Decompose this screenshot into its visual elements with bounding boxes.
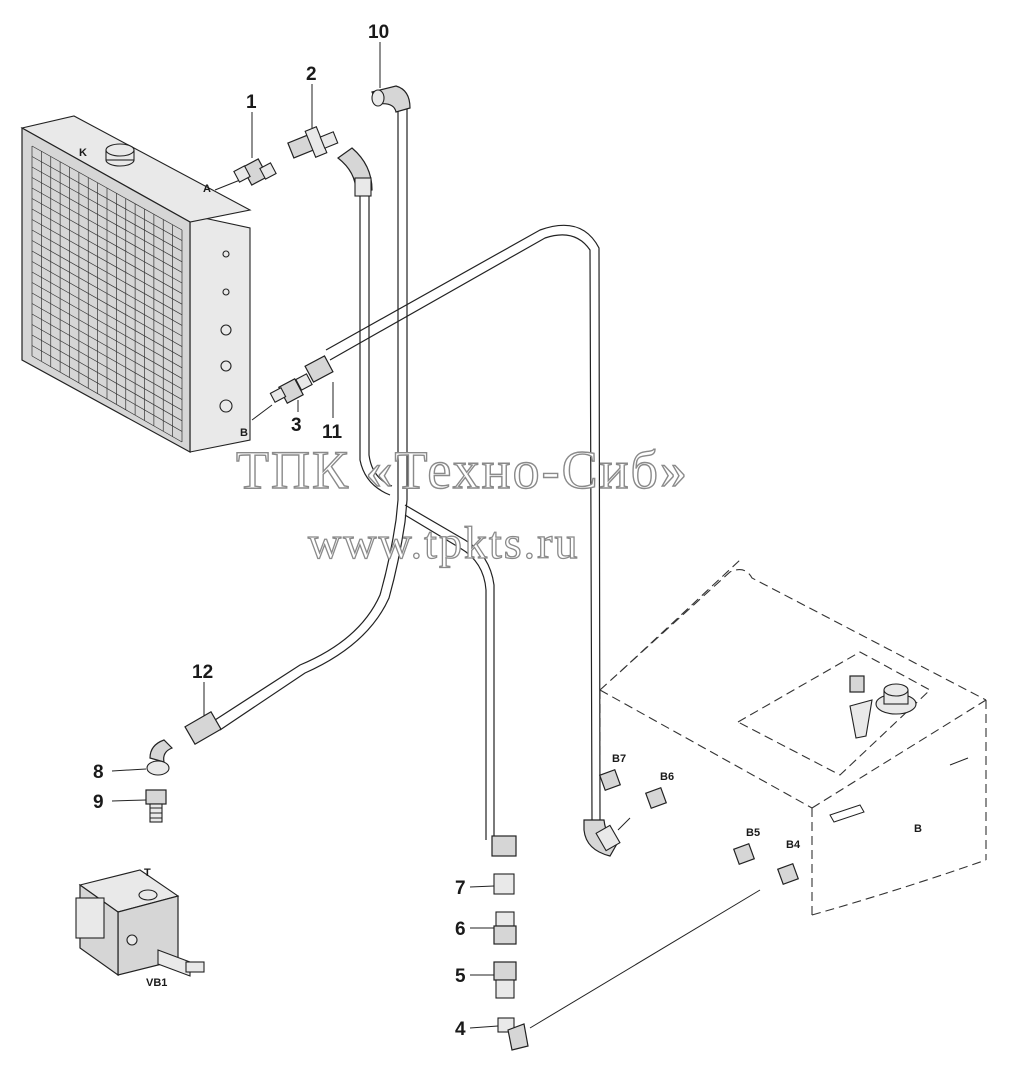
solenoid [75, 897, 105, 939]
callout-12: 12 [192, 662, 213, 683]
callout-5: 5 [455, 966, 466, 987]
tank-label-b: B [914, 823, 922, 835]
callout-9: 9 [93, 792, 104, 813]
hose-end-12 [184, 711, 222, 745]
callout-3: 3 [291, 415, 302, 436]
callout-10: 10 [368, 22, 389, 43]
svg-text:B4: B4 [786, 839, 801, 851]
callout-numbers: 1 2 3 4 5 6 7 8 9 10 11 12 [93, 22, 466, 1040]
callout-6: 6 [455, 919, 466, 940]
callout-8: 8 [93, 762, 104, 783]
tank-port-b5: B5 [732, 827, 760, 866]
tank-port-b4: B4 [776, 839, 801, 886]
hydraulic-lines [214, 100, 601, 840]
fitting-5 [493, 961, 517, 999]
callout-1: 1 [246, 92, 257, 113]
valve-block-vb1: T VB1 [75, 867, 205, 989]
fitting-1 [233, 158, 277, 186]
fitting-6 [493, 911, 517, 945]
elbow-fitting-4 [497, 1017, 529, 1051]
tank-cap [875, 683, 917, 715]
callout-4: 4 [455, 1019, 466, 1040]
elbow-fitting-10 [371, 85, 411, 113]
svg-text:B5: B5 [746, 827, 760, 839]
callout-leaders [111, 42, 499, 1029]
port-label-a: A [203, 183, 211, 195]
radiator-core-grid [31, 145, 183, 443]
watermark-website: www.tpkts.ru [308, 517, 579, 568]
valve-label-vb1: VB1 [146, 977, 167, 989]
elbow-fitting-8 [146, 739, 174, 776]
port-label-b: B [240, 427, 248, 439]
fitting-3 [269, 373, 313, 404]
fitting-9 [145, 789, 167, 823]
fitting-7 [491, 835, 517, 895]
callout-2: 2 [306, 64, 317, 85]
hydraulic-tank: B B7 B6 B5 B4 [598, 559, 987, 916]
callout-11: 11 [322, 422, 343, 443]
tank-breather [849, 675, 873, 739]
radiator-label-k: K [79, 147, 87, 159]
hose-elbow-end [336, 147, 373, 197]
svg-text:B7: B7 [612, 753, 626, 765]
watermark: ТПК «Техно-Сиб» www.tpkts.ru [235, 439, 689, 568]
callout-7: 7 [455, 878, 466, 899]
tee-fitting-2 [287, 126, 339, 159]
tank-port-b7: B7 [598, 753, 626, 792]
svg-text:B6: B6 [660, 771, 674, 783]
watermark-company: ТПК «Техно-Сиб» [236, 440, 689, 500]
hose-elbow-b7 [583, 819, 621, 857]
tank-port-b6: B6 [644, 771, 674, 810]
radiator: K A B [20, 115, 273, 454]
hose-nut-11 [304, 355, 334, 383]
valve-port-label-t: T [144, 867, 151, 879]
